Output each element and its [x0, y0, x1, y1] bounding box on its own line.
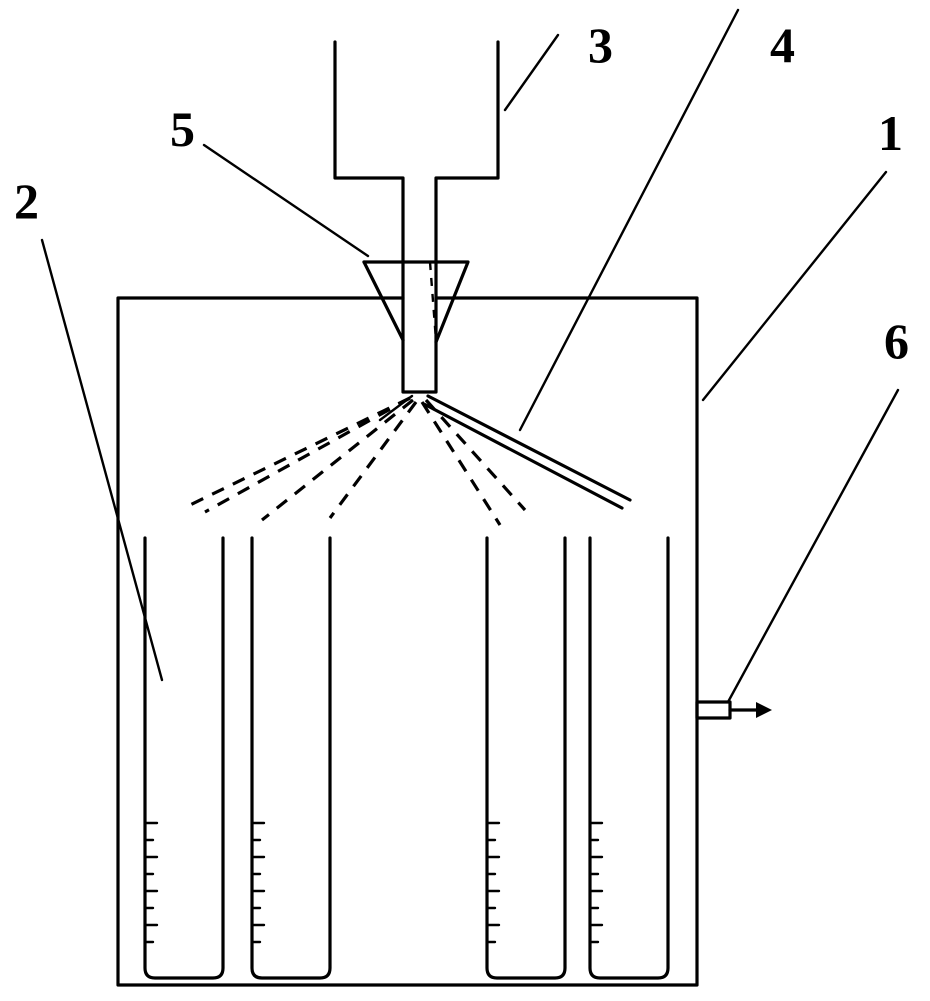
label-1: 1: [878, 105, 903, 161]
arrow-right-icon: [756, 702, 772, 718]
reference-labels: 3 4 5 1 2 6: [14, 17, 909, 369]
label-5: 5: [170, 101, 195, 157]
label-2: 2: [14, 173, 39, 229]
leader-lines: [40, 8, 900, 704]
deflector-plate: [422, 394, 632, 510]
label-4: 4: [770, 17, 795, 73]
label-6: 6: [884, 313, 909, 369]
funnel: [362, 260, 470, 344]
label-3: 3: [588, 17, 613, 73]
outlet-port: [695, 700, 772, 720]
feed-vessel: [333, 40, 500, 394]
collection-tank: [116, 296, 699, 987]
spray-fan: [189, 394, 527, 526]
graduated-cylinders: [143, 536, 670, 980]
